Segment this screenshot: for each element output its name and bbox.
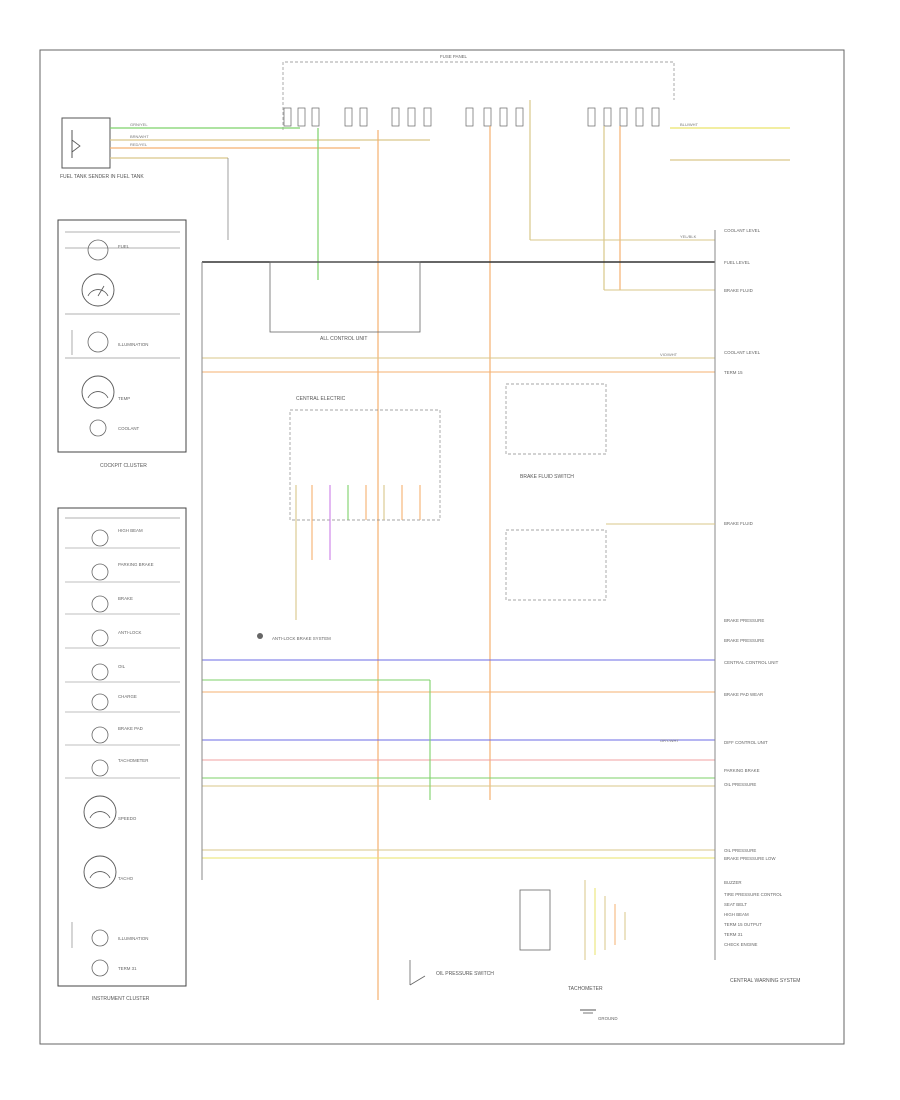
wire-code-label: GRY/WHT — [660, 738, 679, 743]
central-electric: CENTRAL ELECTRIC — [289, 396, 441, 620]
all-control-unit: ALL CONTROL UNIT — [269, 261, 421, 342]
right-label: CENTRAL CONTROL UNIT — [724, 660, 779, 665]
central-warning-system: CENTRAL WARNING SYSTEM — [730, 978, 800, 984]
cluster-item-label: ANTI-LOCK — [118, 630, 141, 635]
cluster-item-labels: FUEL ILLUMINATION TEMP COOLANT HIGH BEAM PARK… — [118, 244, 154, 971]
tachometer-label: TACHOMETER — [568, 986, 603, 992]
cluster-item-label: COOLANT — [118, 426, 140, 431]
wire-code-label: GRN/YEL — [130, 122, 148, 127]
cluster-item-label: OIL — [118, 664, 126, 669]
wire-bundle-top — [110, 100, 790, 1000]
central-warning-system-label: CENTRAL WARNING SYSTEM — [730, 978, 800, 984]
right-label: BRAKE PRESSURE — [724, 618, 764, 623]
right-label: COOLANT LEVEL — [724, 228, 761, 233]
brake-fluid-switch-label: BRAKE FLUID SWITCH — [520, 474, 574, 480]
right-label: SEAT BELT — [724, 902, 747, 907]
cluster-item-label: SPEEDO — [118, 816, 137, 821]
right-label: TERM 15 — [724, 370, 743, 375]
fuse-panel: FUSE PANEL — [282, 54, 675, 130]
right-label: TIRE PRESSURE CONTROL — [724, 892, 783, 897]
cockpit-cluster: COCKPIT CLUSTER — [57, 219, 187, 469]
cluster-item-label: TERM 31 — [118, 966, 137, 971]
cockpit-cluster-label: COCKPIT CLUSTER — [100, 463, 147, 469]
right-label: BRAKE PRESSURE — [724, 638, 764, 643]
cluster-item-label: ILLUMINATION — [118, 342, 148, 347]
wire-code-label: BLU/WHT — [680, 122, 699, 127]
right-label: CHECK ENGINE — [724, 942, 757, 947]
oil-pressure-switch-label: OIL PRESSURE SWITCH — [436, 971, 494, 977]
wire-code-labels: GRN/YEL BRN/WHT RED/YEL BLU/WHT YEL/BLK VIO/W… — [130, 122, 699, 743]
anti-lock-brake-system-label: ANTI-LOCK BRAKE SYSTEM — [272, 636, 331, 641]
right-label: TERM 31 — [724, 932, 743, 937]
fuel-tank-sender-label: FUEL TANK SENDER IN FUEL TANK — [60, 174, 144, 180]
wire-code-label: RED/YEL — [130, 142, 148, 147]
fuse-panel-label: FUSE PANEL — [440, 54, 468, 59]
all-control-unit-label: ALL CONTROL UNIT — [320, 336, 367, 342]
right-label: BUZZER — [724, 880, 742, 885]
right-label: BRAKE PRESSURE LOW — [724, 856, 776, 861]
anti-lock-brake-system: ANTI-LOCK BRAKE SYSTEM — [257, 633, 331, 641]
right-label: OIL PRESSURE — [724, 848, 756, 853]
fuel-tank-sender: FUEL TANK SENDER IN FUEL TANK — [60, 117, 144, 180]
cluster-item-label: TACHOMETER — [118, 758, 148, 763]
cluster-item-label: BRAKE PAD — [118, 726, 143, 731]
central-electric-label: CENTRAL ELECTRIC — [296, 396, 346, 402]
brake-fluid-switch: BRAKE FLUID SWITCH — [505, 383, 715, 601]
cluster-item-label: CHARGE — [118, 694, 137, 699]
right-label: COOLANT LEVEL — [724, 350, 761, 355]
cluster-item-label: ILLUMINATION — [118, 936, 148, 941]
oil-pressure-switch: OIL PRESSURE SWITCH — [409, 960, 494, 986]
bus-lines — [202, 239, 715, 859]
diagram-border — [39, 49, 845, 1045]
right-label: BRAKE FLUID — [724, 288, 753, 293]
cluster-item-label: HIGH BEAM — [118, 528, 143, 533]
cluster-item-label: TEMP — [118, 396, 130, 401]
cluster-item-label: PARKING BRAKE — [118, 562, 154, 567]
instrument-cluster: INSTRUMENT CLUSTER — [57, 507, 187, 1002]
right-label: TERM 15 OUTPUT — [724, 922, 762, 927]
ground-label: GROUND — [598, 1016, 618, 1021]
right-label: HIGH BEAM — [724, 912, 749, 917]
cluster-item-label: BRAKE — [118, 596, 133, 601]
tachometer: TACHOMETER — [519, 880, 626, 992]
cluster-item-label: TACHO — [118, 876, 134, 881]
right-label: PARKING BRAKE — [724, 768, 760, 773]
right-label: FUEL LEVEL — [724, 260, 751, 265]
right-label: OIL PRESSURE — [724, 782, 756, 787]
wire-code-label: YEL/BLK — [680, 234, 697, 239]
right-column-labels: COOLANT LEVEL FUEL LEVEL BRAKE FLUID COOLAN… — [724, 228, 783, 947]
right-label: BRAKE FLUID — [724, 521, 753, 526]
wire-code-label: BRN/WHT — [130, 134, 149, 139]
right-label: DIFF CONTROL UNIT — [724, 740, 768, 745]
instrument-cluster-label: INSTRUMENT CLUSTER — [92, 996, 150, 1002]
ground-symbol: GROUND — [580, 1009, 618, 1021]
right-label: BRAKE PAD WEAR — [724, 692, 763, 697]
wire-code-label: VIO/WHT — [660, 352, 678, 357]
cluster-item-label: FUEL — [118, 244, 130, 249]
